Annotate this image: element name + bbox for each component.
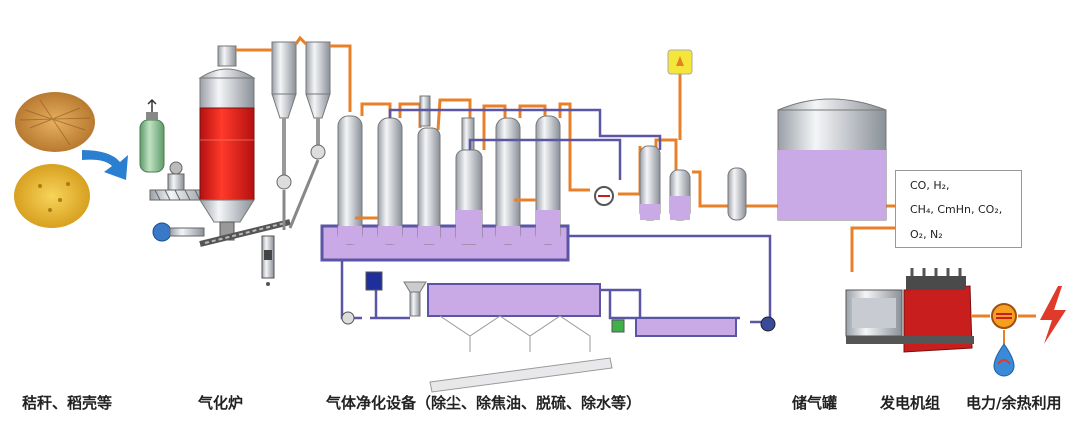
flare-indicator-icon (667, 49, 693, 75)
utilization-label: 电力/余热利用 (966, 394, 1062, 412)
gas-composition-box: CO, H₂, CH₄, CmHn, CO₂, O₂, N₂ (895, 170, 1022, 248)
sedimentation-tank-icon (365, 271, 737, 393)
gasifier-icon (198, 45, 256, 241)
gas-storage-tank-icon (777, 98, 887, 221)
cyclone-separators-icon (271, 41, 331, 230)
generator-label: 发电机组 (880, 394, 941, 412)
purification-base-tank (320, 224, 570, 262)
ash-conveyor-icon (199, 219, 291, 286)
purification-columns-icon (337, 95, 561, 245)
water-pipe-network (340, 108, 772, 324)
gas-composition-line-3: O₂, N₂ (910, 228, 943, 241)
heat-recovery-drop-icon (993, 330, 1015, 377)
storage-tank-label: 储气罐 (792, 394, 838, 412)
feed-tank-icon (139, 98, 165, 173)
purification-label: 气体净化设备（除尘、除焦油、脱硫、除水等） (326, 394, 642, 412)
feed-arrow-icon (82, 150, 128, 180)
gas-composition-line-2: CH₄, CmHn, CO₂, (910, 203, 1003, 216)
feedstock-label: 秸秆、稻壳等 (22, 394, 113, 412)
electricity-output-icon (972, 303, 1036, 329)
straw-pile-icon (15, 92, 95, 152)
gas-composition-line-1: CO, H₂, (910, 179, 950, 192)
gas-separator-vessels-icon (639, 145, 747, 221)
blower-icon (152, 222, 205, 242)
pump-icon (341, 186, 776, 332)
generator-set-icon (845, 268, 974, 353)
lightning-bolt-icon (1040, 286, 1066, 344)
gasifier-label: 气化炉 (198, 394, 244, 412)
rice-husk-pile-icon (14, 164, 90, 228)
